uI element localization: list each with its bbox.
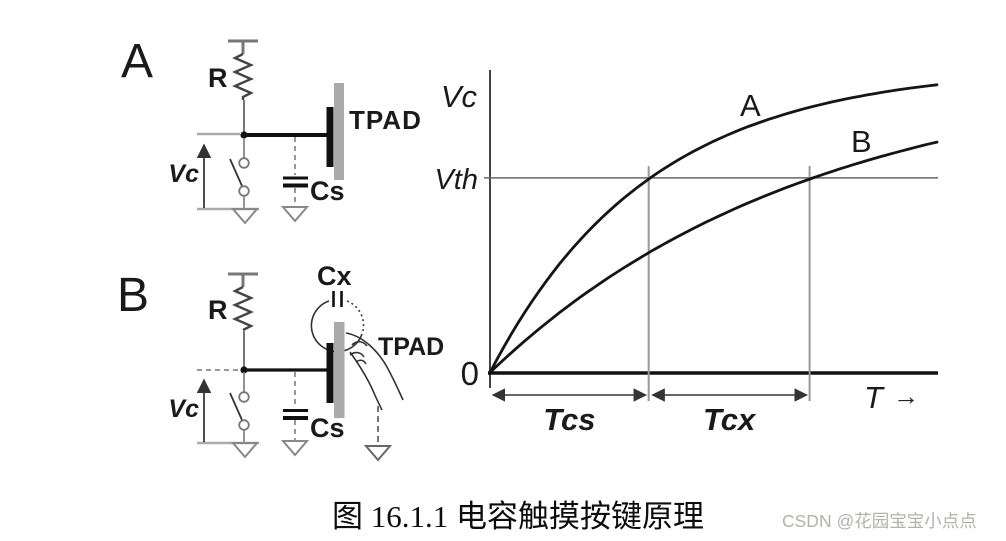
- x-axis-arrow-icon: →: [893, 381, 919, 411]
- cx-loop-dotted: [346, 300, 365, 335]
- watermark: CSDN @花园宝宝小点点: [782, 511, 977, 531]
- resistor-symbol: [232, 285, 254, 332]
- switch-lever: [229, 392, 243, 421]
- resistor-symbol: [232, 52, 254, 100]
- origin-label: 0: [461, 355, 479, 392]
- curve-a-label: A: [740, 88, 761, 123]
- cs-label: Cs: [310, 413, 345, 443]
- power-rail: [228, 39, 258, 54]
- switch-contact-bottom: [238, 419, 250, 431]
- ground-symbol: [282, 440, 308, 456]
- vc-label: Vc: [168, 160, 199, 188]
- finger-sketch: [345, 332, 404, 411]
- tpad-plate-gray: [334, 83, 344, 180]
- resistor-label: R: [208, 63, 228, 93]
- resistor-label: R: [208, 295, 228, 325]
- cs-label: Cs: [310, 176, 345, 206]
- tcs-label: Tcs: [543, 402, 595, 437]
- curve-a: [488, 83, 939, 374]
- tpad-plate-gray: [334, 322, 345, 418]
- vc-label: Vc: [168, 395, 199, 423]
- circuit-b: B R Cx TPAD: [117, 261, 444, 461]
- y-axis-label: Vc: [441, 79, 478, 114]
- switch-contact-top: [238, 391, 250, 403]
- tpad-plate-black: [326, 107, 334, 167]
- switch-lever: [229, 158, 243, 187]
- switch-contact-top: [238, 157, 250, 169]
- ground-symbol: [232, 208, 258, 224]
- cx-loop-solid: [310, 300, 363, 353]
- ground-symbol: [282, 206, 308, 222]
- tcx-label: Tcx: [703, 402, 757, 437]
- x-axis-label: T: [864, 380, 885, 415]
- cx-label: Cx: [317, 261, 352, 291]
- ground-symbol: [365, 445, 391, 461]
- charging-chart: Vc Vth 0 A B Tcs Tcx T →: [434, 70, 939, 437]
- threshold-label: Vth: [434, 164, 478, 196]
- circuit-a-panel-label: A: [121, 35, 153, 88]
- tpad-plate-black: [326, 343, 334, 403]
- tpad-label: TPAD: [349, 105, 422, 135]
- circuit-b-panel-label: B: [117, 269, 149, 322]
- power-rail: [228, 272, 258, 287]
- figure-caption: 图 16.1.1 电容触摸按键原理: [332, 499, 704, 534]
- circuit-a: A R TPAD Vc Cs: [121, 35, 422, 224]
- ground-symbol: [232, 442, 258, 458]
- tpad-label: TPAD: [378, 333, 444, 361]
- curve-b: [488, 140, 939, 374]
- curve-b-label: B: [851, 124, 872, 159]
- switch-contact-bottom: [238, 185, 250, 197]
